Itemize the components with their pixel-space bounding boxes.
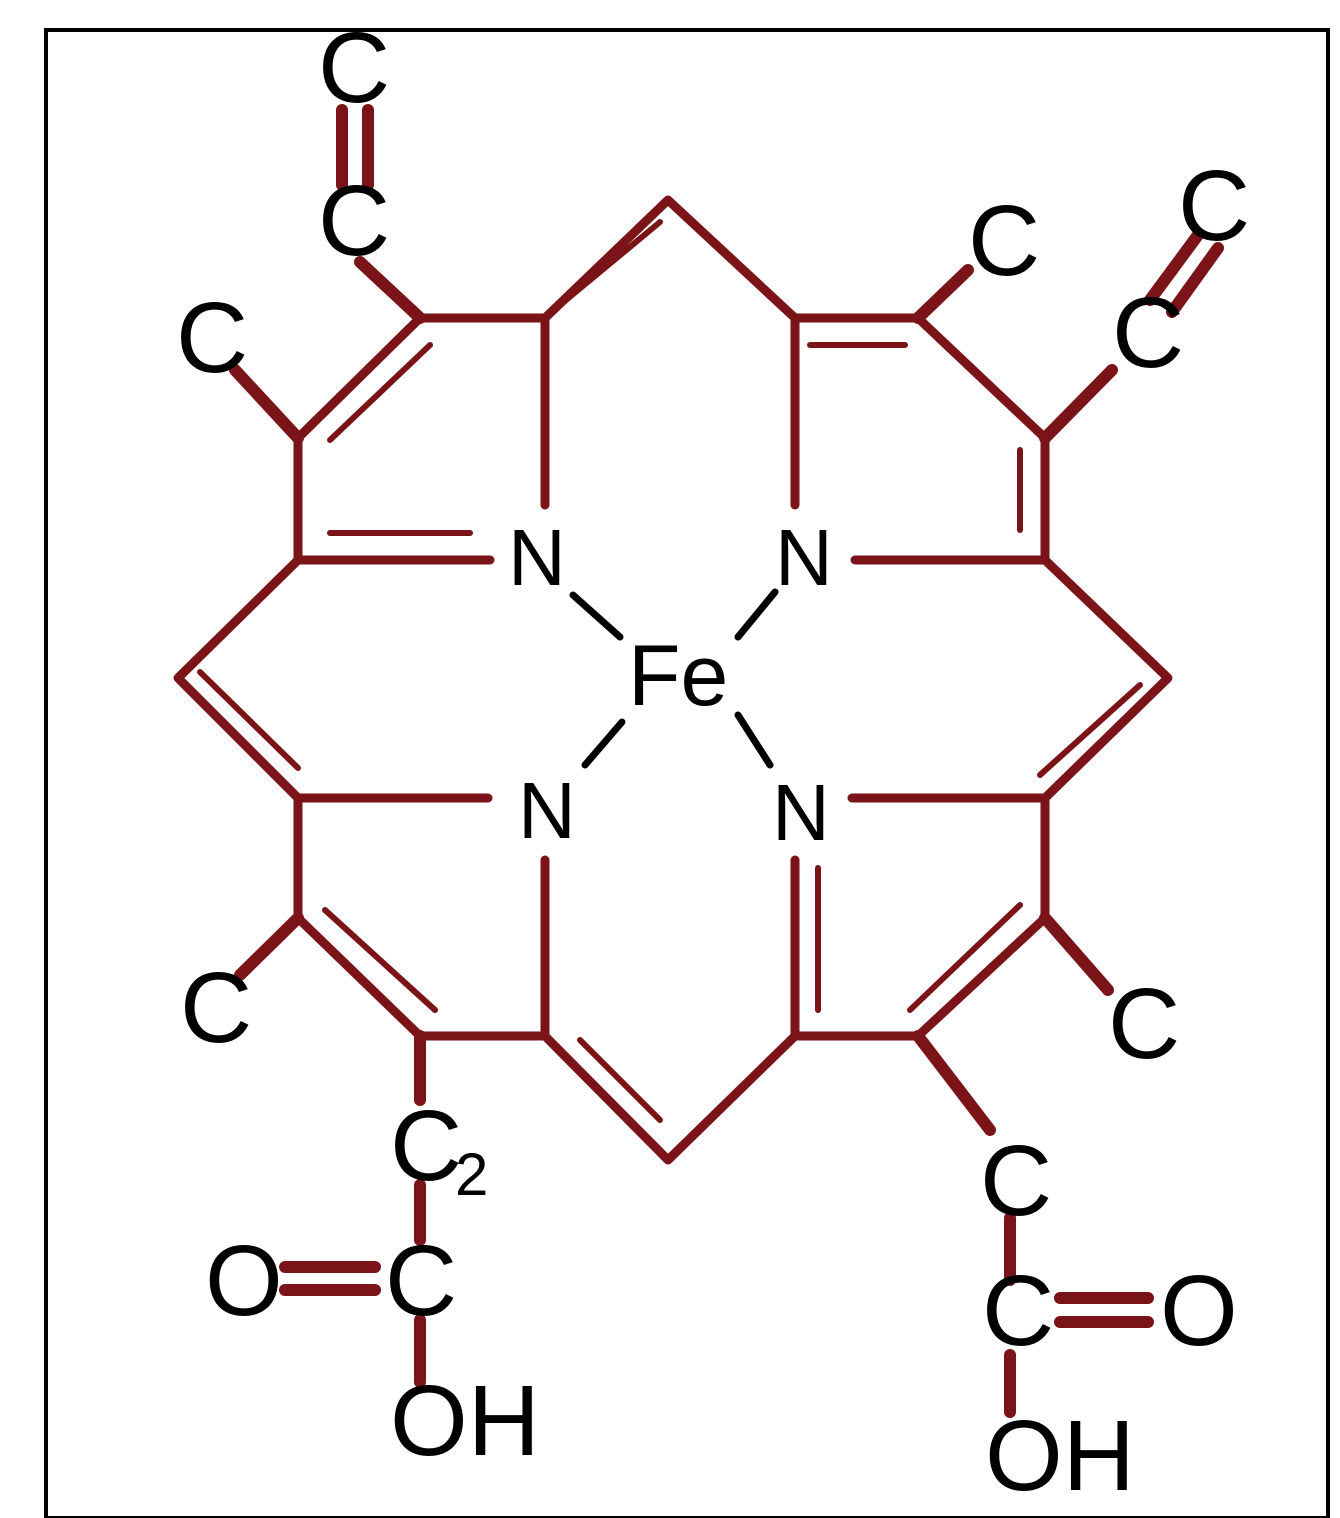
atom-o: O [205,1225,283,1337]
atom-n: N [775,513,833,602]
atom-c: C [385,1225,457,1337]
double-bond-line [907,902,1023,1013]
double-bond-line [577,1037,663,1123]
bond-methyl-top-left [229,364,304,444]
bond-methyl-top-right [912,264,974,324]
double-bond-line [1037,682,1143,778]
ring-internal-bonds [293,313,1050,1041]
ring-double-bond-strokes [197,219,1143,1123]
bond-vinyl-right-double-b [1166,242,1224,318]
atom-fe: Fe [628,628,728,724]
atom-n: N [772,768,830,857]
atom-c: C [1112,277,1184,389]
atom-oh: OH [985,1400,1135,1512]
double-bond-line [557,219,663,308]
atom-labels: Fe N N N N C C C C C C C C C 2 C O OH C … [176,12,1250,1512]
bond-vinyl-left [354,256,426,324]
porphyrin-ring [173,195,1173,1165]
atom-subscript: 2 [455,1141,488,1208]
double-bond-line [322,907,438,1013]
atom-c: C [1108,968,1180,1080]
atom-c: C [982,1255,1054,1367]
fe-n-bond [569,591,624,641]
bond-vinyl-right-double-a [1144,229,1204,306]
atom-c: C [318,12,390,124]
atom-c: C [318,165,390,277]
atom-c: C [176,282,248,394]
fe-n-bond [734,711,774,769]
frame-border [44,28,1330,1518]
atom-c: C [968,185,1040,297]
atom-n: N [518,766,576,855]
bond-propionate-right-1 [912,1030,996,1136]
bond-vinyl-right [1039,364,1118,444]
atom-c: C [980,1125,1052,1237]
fe-n-bonds [569,588,779,769]
double-bond-line [197,669,301,771]
atom-c: C [180,952,252,1064]
atom-o: O [1160,1255,1238,1367]
atom-n: N [508,513,566,602]
substituent-bonds [229,104,1224,1418]
atom-c: C [1178,150,1250,262]
bond-methyl-bottom-right [1039,912,1114,996]
bond-methyl-bottom-left [234,912,304,981]
fe-n-bond [734,588,779,641]
atom-oh: OH [390,1365,540,1477]
double-bond-line [327,342,433,443]
atom-c: C [390,1090,462,1202]
fe-n-bond [581,718,626,769]
